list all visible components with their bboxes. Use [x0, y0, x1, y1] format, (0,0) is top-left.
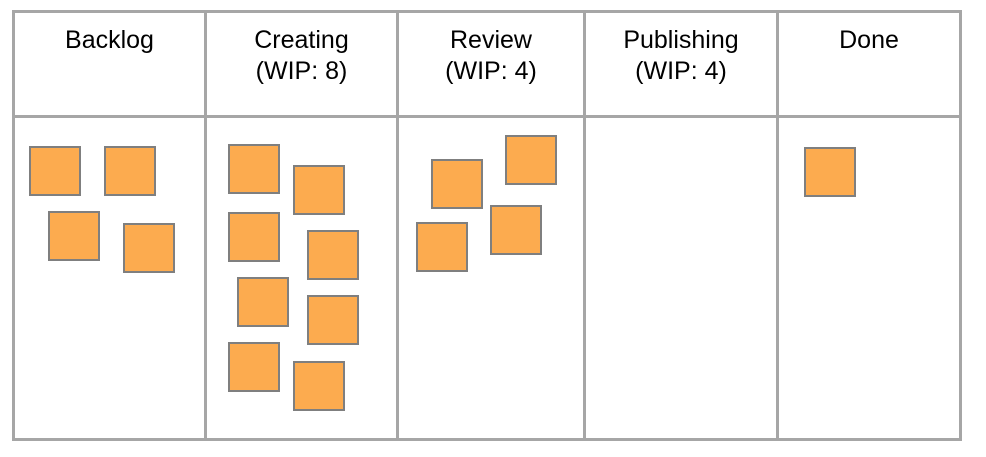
kanban-header-row: Backlog Creating (WIP: 8) Review (WIP: 4…	[15, 13, 959, 118]
kanban-card[interactable]	[307, 230, 359, 280]
column-body-done[interactable]	[779, 118, 959, 438]
column-body-publishing[interactable]	[586, 118, 779, 438]
kanban-card[interactable]	[490, 205, 542, 255]
kanban-card[interactable]	[505, 135, 557, 185]
column-body-review[interactable]	[399, 118, 586, 438]
column-header-review[interactable]: Review (WIP: 4)	[399, 13, 586, 115]
kanban-card[interactable]	[48, 211, 100, 261]
column-title-backlog: Backlog	[65, 26, 154, 54]
kanban-card[interactable]	[228, 212, 280, 262]
column-header-creating[interactable]: Creating (WIP: 8)	[207, 13, 399, 115]
kanban-card[interactable]	[293, 165, 345, 215]
kanban-body-row	[15, 118, 959, 438]
column-wip-publishing: (WIP: 4)	[635, 57, 727, 85]
kanban-card[interactable]	[123, 223, 175, 273]
kanban-card[interactable]	[804, 147, 856, 197]
column-title-review: Review	[450, 26, 532, 54]
kanban-card[interactable]	[293, 361, 345, 411]
column-title-publishing: Publishing	[623, 26, 739, 54]
kanban-card[interactable]	[228, 342, 280, 392]
kanban-card[interactable]	[416, 222, 468, 272]
column-wip-review: (WIP: 4)	[445, 57, 537, 85]
kanban-card[interactable]	[104, 146, 156, 196]
kanban-card[interactable]	[307, 295, 359, 345]
column-body-backlog[interactable]	[15, 118, 207, 438]
column-title-creating: Creating	[254, 26, 349, 54]
column-title-done: Done	[839, 26, 899, 54]
kanban-card[interactable]	[431, 159, 483, 209]
column-header-backlog[interactable]: Backlog	[15, 13, 207, 115]
kanban-board: Backlog Creating (WIP: 8) Review (WIP: 4…	[12, 10, 962, 441]
kanban-card[interactable]	[228, 144, 280, 194]
column-header-done[interactable]: Done	[779, 13, 959, 115]
kanban-card[interactable]	[237, 277, 289, 327]
column-wip-creating: (WIP: 8)	[255, 57, 348, 85]
column-header-publishing[interactable]: Publishing (WIP: 4)	[586, 13, 779, 115]
column-body-creating[interactable]	[207, 118, 399, 438]
kanban-card[interactable]	[29, 146, 81, 196]
